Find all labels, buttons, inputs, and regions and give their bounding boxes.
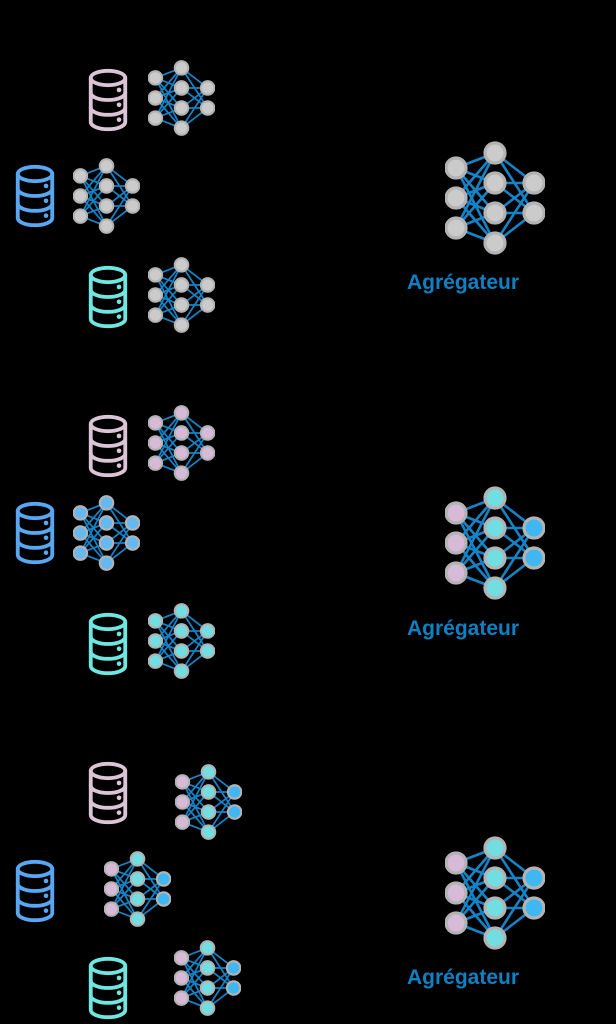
aggregator-label: Agrégateur: [407, 966, 520, 989]
neural-network-icon: [148, 59, 215, 137]
database-icon: [85, 761, 131, 825]
aggregator-network-icon: [445, 485, 545, 601]
neural-network-icon: [73, 157, 140, 235]
aggregator-label: Agrégateur: [407, 617, 520, 640]
neural-network-icon: [175, 763, 242, 841]
neural-network-icon: [148, 404, 215, 482]
database-icon: [85, 956, 131, 1020]
database-icon: [85, 68, 131, 132]
neural-network-icon: [174, 939, 241, 1017]
neural-network-icon: [148, 256, 215, 334]
aggregator-network-icon: [445, 835, 545, 951]
database-icon: [12, 501, 58, 565]
database-icon: [85, 265, 131, 329]
database-icon: [85, 414, 131, 478]
aggregator-label: Agrégateur: [407, 271, 520, 294]
database-icon: [12, 164, 58, 228]
neural-network-icon: [148, 602, 215, 680]
neural-network-icon: [104, 850, 171, 928]
aggregator-network-icon: [445, 140, 545, 256]
neural-network-icon: [73, 494, 140, 572]
database-icon: [12, 859, 58, 923]
database-icon: [85, 612, 131, 676]
